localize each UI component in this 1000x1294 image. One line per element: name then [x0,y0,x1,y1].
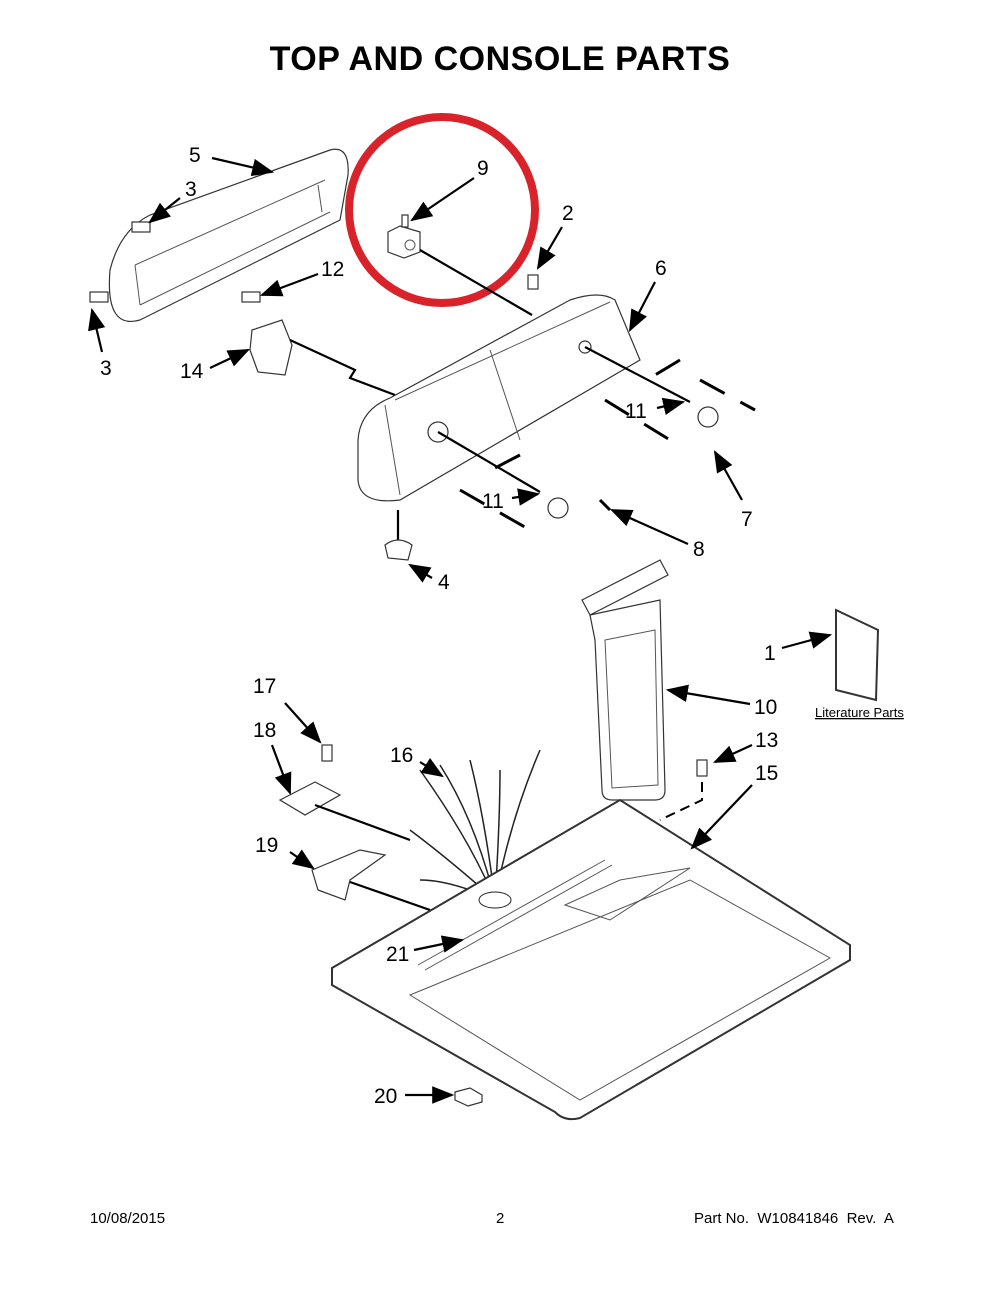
callout-17: 17 [253,675,276,698]
callout-20: 20 [374,1085,397,1108]
page-title: TOP AND CONSOLE PARTS [269,40,731,78]
leader-line [659,782,703,821]
callout-12: 12 [321,258,344,281]
callout-7: 7 [741,508,753,531]
callout-16: 16 [390,744,413,767]
callout-6: 6 [655,257,667,280]
highlight-circle [345,113,539,307]
screw-part [131,221,151,233]
knob-part [547,497,569,519]
callout-13: 13 [755,729,778,752]
literature-parts-label: Literature Parts [815,705,904,720]
callout-11: 11 [482,490,504,513]
screw-part [241,291,261,303]
callout-19: 19 [255,834,278,857]
screw-part [696,759,708,777]
clip-part [527,274,539,290]
callout-3: 3 [100,357,112,380]
timer-part [249,319,396,397]
callout-14: 14 [180,360,204,383]
screw-part [89,291,109,303]
wire-harness-part [409,749,541,901]
screw-part [321,744,333,762]
callout-9: 9 [477,157,489,180]
footer-date: 10/08/2015 [90,1210,166,1227]
knob-dash-group [604,358,756,442]
part-20 [454,1087,483,1107]
callout-8: 8 [693,538,705,561]
top-panel-part [331,798,851,1121]
callout-3: 3 [185,178,197,201]
callout-1: 1 [764,642,776,665]
callout-4: 4 [438,571,450,594]
callout-leaders [88,156,833,1104]
lint-screen-part [581,559,669,801]
footer-page-number: 2 [496,1210,505,1227]
bracket-part [311,849,387,901]
knob-dash-group [459,453,612,532]
callout-15: 15 [755,762,778,785]
knob-part [697,406,719,428]
callout-11: 11 [625,400,647,423]
callout-10: 10 [754,696,777,719]
bracket-part [278,781,342,816]
console-part [357,294,691,502]
clip-part [384,539,413,561]
callout-2: 2 [562,202,574,225]
callout-21: 21 [386,943,409,966]
leader-line [314,803,431,912]
literature-part [835,608,880,702]
back-panel-part [108,148,349,322]
callout-18: 18 [253,719,276,742]
switch-part [387,214,533,316]
callout-5: 5 [189,144,201,167]
footer-part-number: Part No. W10841846 Rev. A [694,1210,894,1227]
